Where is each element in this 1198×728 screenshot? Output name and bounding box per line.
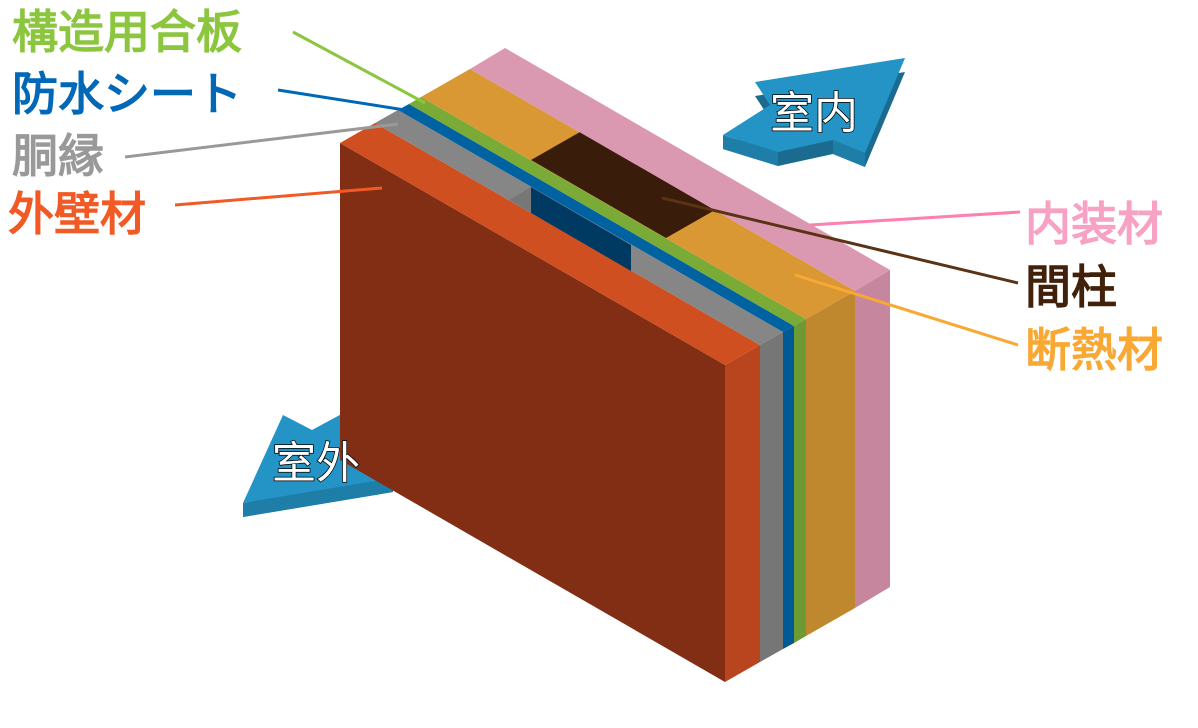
exterior-wall-side xyxy=(725,345,760,682)
exterior-wall-label: 外壁材 xyxy=(8,187,146,241)
interior-finish-label: 内装材 xyxy=(1025,197,1163,251)
waterproof-sheet-leader xyxy=(277,88,406,112)
structural-plywood-leader xyxy=(292,30,426,105)
structural-plywood-top xyxy=(409,97,806,326)
furring-side-face xyxy=(509,187,531,213)
insulation-side xyxy=(806,291,855,636)
interior-finish-side xyxy=(855,270,890,608)
indoor-arrow xyxy=(723,58,905,167)
indoor-arrow-label: 室内 xyxy=(770,88,858,139)
furring-gap xyxy=(531,187,631,271)
waterproof-sheet-side xyxy=(783,326,794,649)
exterior-wall-leader xyxy=(174,186,383,207)
structural-plywood-label: 構造用合板 xyxy=(12,5,242,59)
furring-strip-leader xyxy=(124,122,399,159)
waterproof-sheet-label: 防水シート xyxy=(12,67,242,121)
insulation-leader xyxy=(794,273,1019,347)
insulation-label: 断熱材 xyxy=(1025,323,1163,377)
waterproof-sheet-top xyxy=(398,104,794,332)
exterior-wall-top xyxy=(340,123,760,365)
structural-plywood-side xyxy=(794,319,806,643)
stud-leader xyxy=(661,196,1019,285)
furring-strip-label: 胴縁 xyxy=(12,129,104,183)
outdoor-arrow-label: 室外 xyxy=(272,438,360,489)
exterior-wall-front-face xyxy=(340,143,725,682)
interior-finish-leader xyxy=(809,210,1021,227)
interior-finish-top xyxy=(470,48,890,291)
stud-top xyxy=(531,132,715,238)
furring-strip-side xyxy=(760,332,783,662)
stud-label: 間柱 xyxy=(1025,260,1117,314)
